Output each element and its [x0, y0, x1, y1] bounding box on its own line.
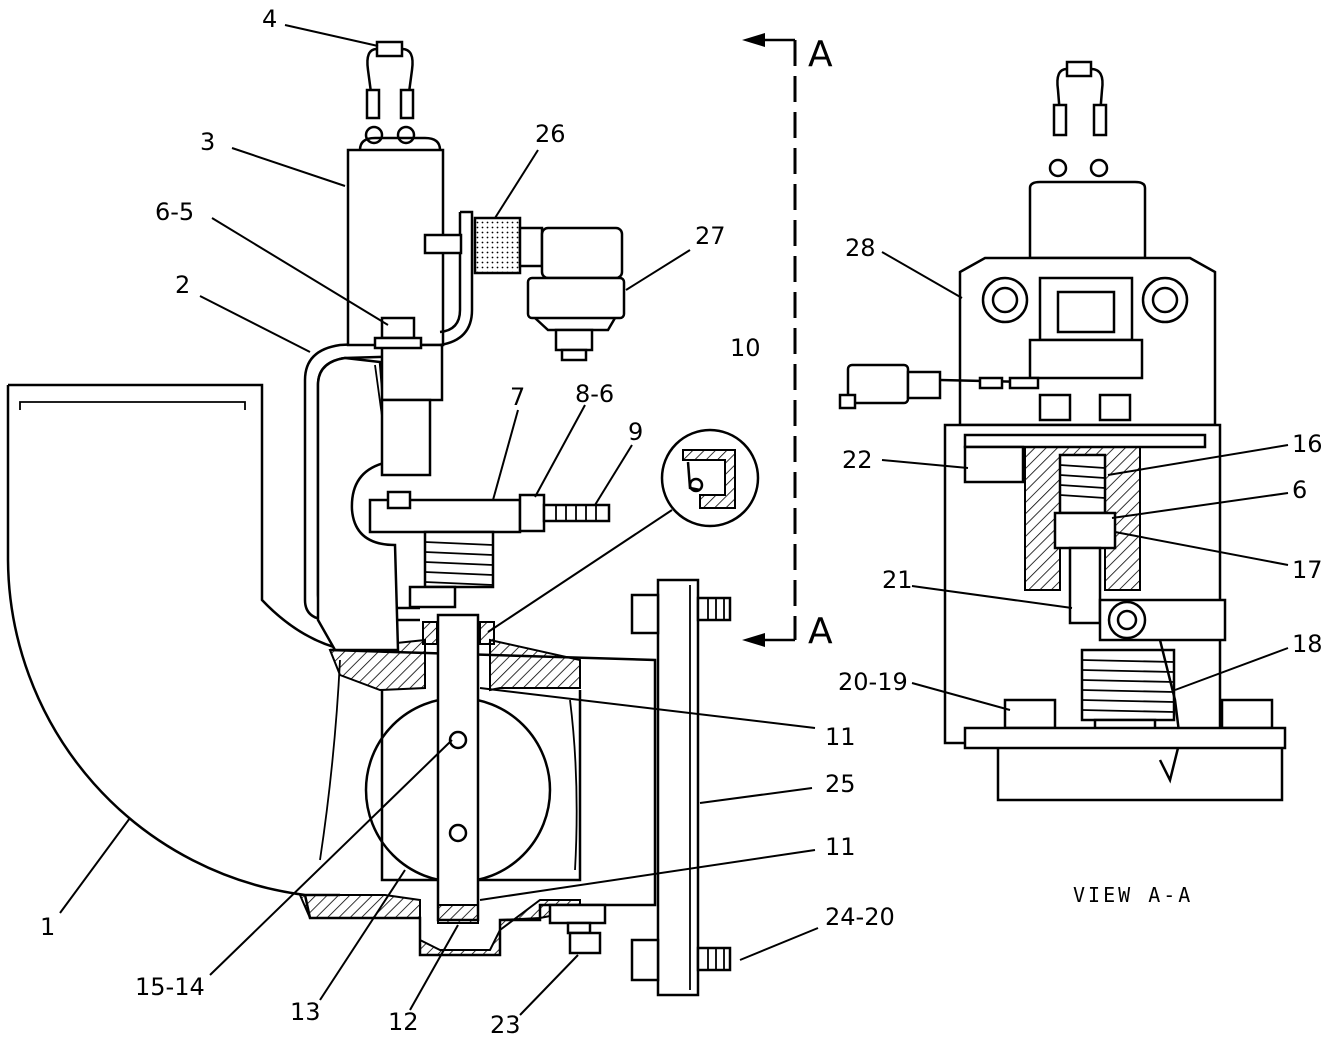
- callout-13: 13: [290, 998, 321, 1026]
- return-spring: [408, 530, 495, 609]
- section-cut-line: A A: [742, 33, 833, 652]
- actuator-bracket: [303, 338, 441, 652]
- callout-17: 17: [1292, 556, 1322, 584]
- callout-11-lower: 11: [825, 833, 856, 861]
- callout-21: 21: [882, 566, 913, 594]
- callout-6: 6: [1292, 476, 1307, 504]
- callout-2: 2: [175, 271, 190, 299]
- base-view: [963, 726, 1287, 802]
- seal-detail-circle: [487, 428, 760, 633]
- callout-23: 23: [490, 1011, 521, 1039]
- section-letter-bottom: A: [808, 611, 833, 652]
- actuator-housing: [346, 136, 445, 477]
- mounting-bolt: [373, 316, 423, 350]
- callout-25: 25: [825, 770, 856, 798]
- leader-lines-view: [881, 251, 1289, 711]
- terminal-leads-view: [1048, 60, 1109, 178]
- callout-24-20: 24-20: [825, 903, 895, 931]
- shaft-seal: [422, 621, 495, 645]
- valve-shaft: [436, 613, 480, 924]
- callout-7: 7: [510, 383, 525, 411]
- callout-10: 10: [730, 334, 761, 362]
- callout-9: 9: [628, 418, 643, 446]
- callout-4: 4: [262, 5, 277, 33]
- callout-12: 12: [388, 1008, 419, 1036]
- lever-arm: [368, 490, 611, 534]
- callout-18: 18: [1292, 630, 1322, 658]
- lever-spring-view: [1080, 598, 1227, 784]
- mounting-flange: [630, 578, 732, 997]
- callout-8-6: 8-6: [575, 380, 614, 408]
- callout-20-19: 20-19: [838, 668, 908, 696]
- main-view: A A 4 3 6-5 2 26: [6, 5, 895, 1039]
- callout-6-5: 6-5: [155, 198, 194, 226]
- switch-bracket: [423, 210, 544, 347]
- drain-plug: [548, 903, 607, 955]
- section-letter-top: A: [808, 34, 833, 75]
- mounting-frame-view: [943, 423, 1222, 745]
- callout-27: 27: [695, 222, 726, 250]
- leader-lines-main: [59, 24, 819, 1016]
- callout-22: 22: [842, 446, 873, 474]
- callout-1: 1: [40, 913, 55, 941]
- elbow-pipe: [6, 383, 346, 897]
- limit-switch: [526, 226, 626, 362]
- base-bolts-view: [1003, 698, 1274, 730]
- terminal-leads: [364, 40, 416, 145]
- callout-26: 26: [535, 120, 566, 148]
- callout-15-14: 15-14: [135, 973, 205, 1001]
- side-connector-view: [838, 363, 1040, 410]
- callout-28: 28: [845, 234, 876, 262]
- callout-16: 16: [1292, 430, 1322, 458]
- callout-3: 3: [200, 128, 215, 156]
- valve-body: [298, 638, 657, 957]
- view-label: VIEW A-A: [1073, 883, 1193, 907]
- section-view-a-a: 28 22 16 6 17 21 18 20-19 VIEW A-A: [838, 60, 1322, 907]
- callout-11-upper: 11: [825, 723, 856, 751]
